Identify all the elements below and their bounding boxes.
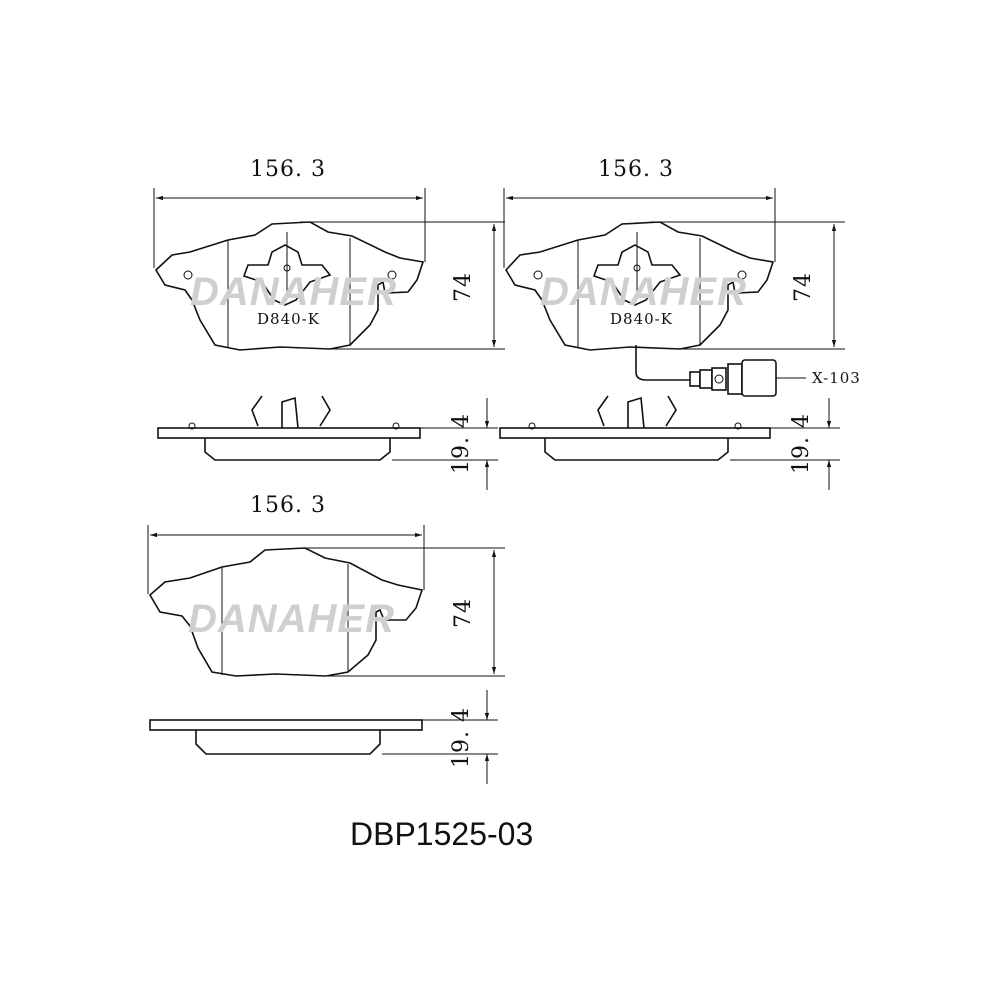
pad-side-view-3 xyxy=(149,719,423,755)
height-dimension-1: 74 xyxy=(300,221,505,350)
width-dimension-2: 156. 3 xyxy=(503,157,776,268)
width-value: 156. 3 xyxy=(598,157,674,182)
thickness-dimension-3: 19. 4 xyxy=(382,690,498,784)
height-value: 74 xyxy=(791,272,816,302)
height-dimension-2: 74 xyxy=(650,221,845,350)
wear-sensor: X-103 xyxy=(635,345,861,397)
thickness-dimension-1: 19. 4 xyxy=(392,398,498,490)
thickness-value: 19. 4 xyxy=(449,413,474,474)
pad-side-view-2 xyxy=(499,395,771,461)
thickness-value: 19. 4 xyxy=(789,413,814,474)
width-dimension-1: 156. 3 xyxy=(153,157,426,268)
height-value: 74 xyxy=(451,598,476,628)
watermark-brand: DANAHER xyxy=(188,597,395,641)
pad-front-view-2: DANAHER D840-K xyxy=(505,221,775,351)
thickness-dimension-2: 19. 4 xyxy=(730,398,840,490)
pad-marking-label: D840-K xyxy=(610,310,673,328)
height-dimension-3: 74 xyxy=(300,547,505,677)
pad-front-view-1: DANAHER D840-K xyxy=(154,221,425,351)
watermark-brand: DANAHER xyxy=(540,270,747,314)
width-value: 156. 3 xyxy=(250,493,326,518)
thickness-value: 19. 4 xyxy=(449,707,474,768)
width-dimension-3: 156. 3 xyxy=(147,493,425,594)
pad-side-view-1 xyxy=(157,395,421,461)
part-number: DBP1525-03 xyxy=(350,816,533,852)
watermark-brand: DANAHER xyxy=(190,270,397,314)
height-value: 74 xyxy=(451,272,476,302)
pad-front-view-3: DANAHER xyxy=(148,547,424,677)
sensor-label: X-103 xyxy=(812,369,861,387)
pad-marking-label: D840-K xyxy=(257,310,320,328)
width-value: 156. 3 xyxy=(250,157,326,182)
